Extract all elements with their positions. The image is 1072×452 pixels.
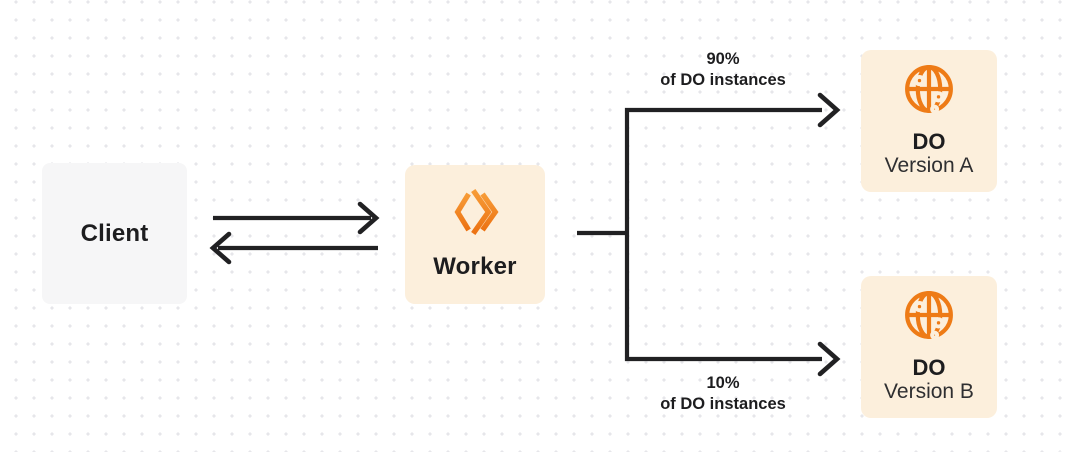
- globe-icon: [901, 287, 957, 343]
- edge-label-10-line2: of DO instances: [660, 394, 786, 413]
- edge-label-10-line1: 10%: [706, 374, 740, 392]
- edge-worker-to-client: [209, 231, 378, 265]
- do-a-subtitle: Version A: [884, 154, 974, 177]
- client-label: Client: [80, 219, 149, 247]
- edge-branch-trunk: [624, 107, 822, 362]
- node-worker: Worker: [405, 165, 545, 304]
- globe-icon: [901, 61, 957, 117]
- edge-label-90-percent: 90% of DO instances: [601, 49, 845, 90]
- node-do-version-a: DO Version A: [861, 50, 997, 192]
- do-b-subtitle: Version B: [884, 380, 974, 403]
- edge-label-90-line2: of DO instances: [660, 70, 786, 89]
- edge-client-to-worker: [213, 201, 380, 235]
- do-a-title: DO: [912, 129, 946, 154]
- arrowhead-do-a: [817, 92, 841, 128]
- do-b-title: DO: [912, 355, 946, 380]
- node-client: Client: [42, 163, 187, 304]
- edge-label-10-percent: 10% of DO instances: [601, 373, 845, 414]
- workers-logo-icon: [446, 183, 504, 241]
- node-do-version-b: DO Version B: [861, 276, 997, 418]
- worker-label: Worker: [433, 253, 517, 280]
- edge-label-90-line1: 90%: [706, 50, 740, 68]
- arrowhead-do-b: [817, 341, 841, 377]
